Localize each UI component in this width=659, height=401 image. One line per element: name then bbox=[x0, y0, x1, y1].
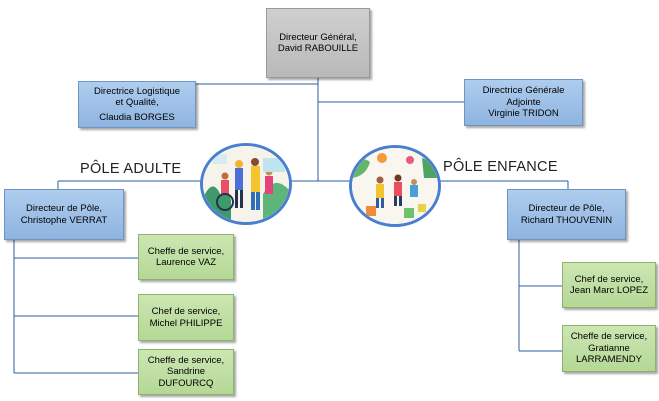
pole-adulte-service-box: Cheffe de service, Sandrine DUFOURCQ bbox=[138, 349, 234, 395]
director-general-role: Directeur Général, bbox=[279, 31, 357, 43]
director-general-box: Directeur Général, David RABOUILLE bbox=[266, 8, 370, 78]
pole-adulte-service-box: Chef de service, Michel PHILIPPE bbox=[138, 294, 234, 341]
logistique-role-line1: Directrice Logistique bbox=[93, 85, 181, 97]
adjointe-director-box: Directrice Générale Adjointe Virginie TR… bbox=[464, 79, 583, 126]
pole-enfance-service-box: Cheffe de service, Gratianne LARRAMENDY bbox=[562, 325, 656, 372]
logistique-name: Claudia BORGES bbox=[99, 111, 175, 123]
service-role: Chef de service, bbox=[151, 306, 221, 318]
director-general-name: David RABOUILLE bbox=[277, 43, 359, 54]
service-name: Jean Marc LOPEZ bbox=[569, 285, 649, 296]
pole-adulte-director-box: Directeur de Pôle, Christophe VERRAT bbox=[4, 189, 124, 240]
service-role: Cheffe de service, bbox=[147, 354, 225, 366]
service-name: Michel PHILIPPE bbox=[149, 317, 223, 329]
pole-enfance-director-role: Directeur de Pôle, bbox=[528, 203, 605, 215]
pole-adulte-illustration bbox=[200, 143, 292, 225]
service-role: Cheffe de service, bbox=[570, 331, 648, 343]
service-role: Chef de service, bbox=[574, 273, 644, 285]
service-name-line2: DUFOURCQ bbox=[158, 377, 214, 389]
pole-adulte-director-name: Christophe VERRAT bbox=[20, 214, 108, 226]
pole-enfance-illustration bbox=[349, 145, 441, 227]
logistique-role-line2: et Qualité, bbox=[115, 97, 159, 109]
service-role: Cheffe de service, bbox=[147, 245, 225, 257]
logistique-director-box: Directrice Logistique et Qualité, Claudi… bbox=[78, 81, 196, 128]
pole-adulte-title: PÔLE ADULTE bbox=[80, 161, 182, 177]
pole-enfance-director-box: Directeur de Pôle, Richard THOUVENIN bbox=[507, 189, 626, 240]
service-name-line1: Sandrine bbox=[166, 366, 206, 378]
service-name-line1: Gratianne bbox=[588, 342, 630, 354]
pole-adulte-director-role: Directeur de Pôle, bbox=[25, 203, 103, 215]
adjointe-name: Virginie TRIDON bbox=[488, 108, 559, 120]
service-name-line2: LARRAMENDY bbox=[576, 354, 642, 366]
adjointe-role-line2: Adjointe bbox=[506, 96, 541, 108]
adjointe-role-line1: Directrice Générale bbox=[482, 85, 565, 97]
service-name: Laurence VAZ bbox=[155, 257, 217, 268]
pole-enfance-title: PÔLE ENFANCE bbox=[443, 159, 558, 175]
pole-enfance-service-box: Chef de service, Jean Marc LOPEZ bbox=[562, 262, 656, 308]
pole-adulte-service-box: Cheffe de service, Laurence VAZ bbox=[138, 234, 234, 280]
pole-enfance-director-name: Richard THOUVENIN bbox=[520, 214, 613, 226]
